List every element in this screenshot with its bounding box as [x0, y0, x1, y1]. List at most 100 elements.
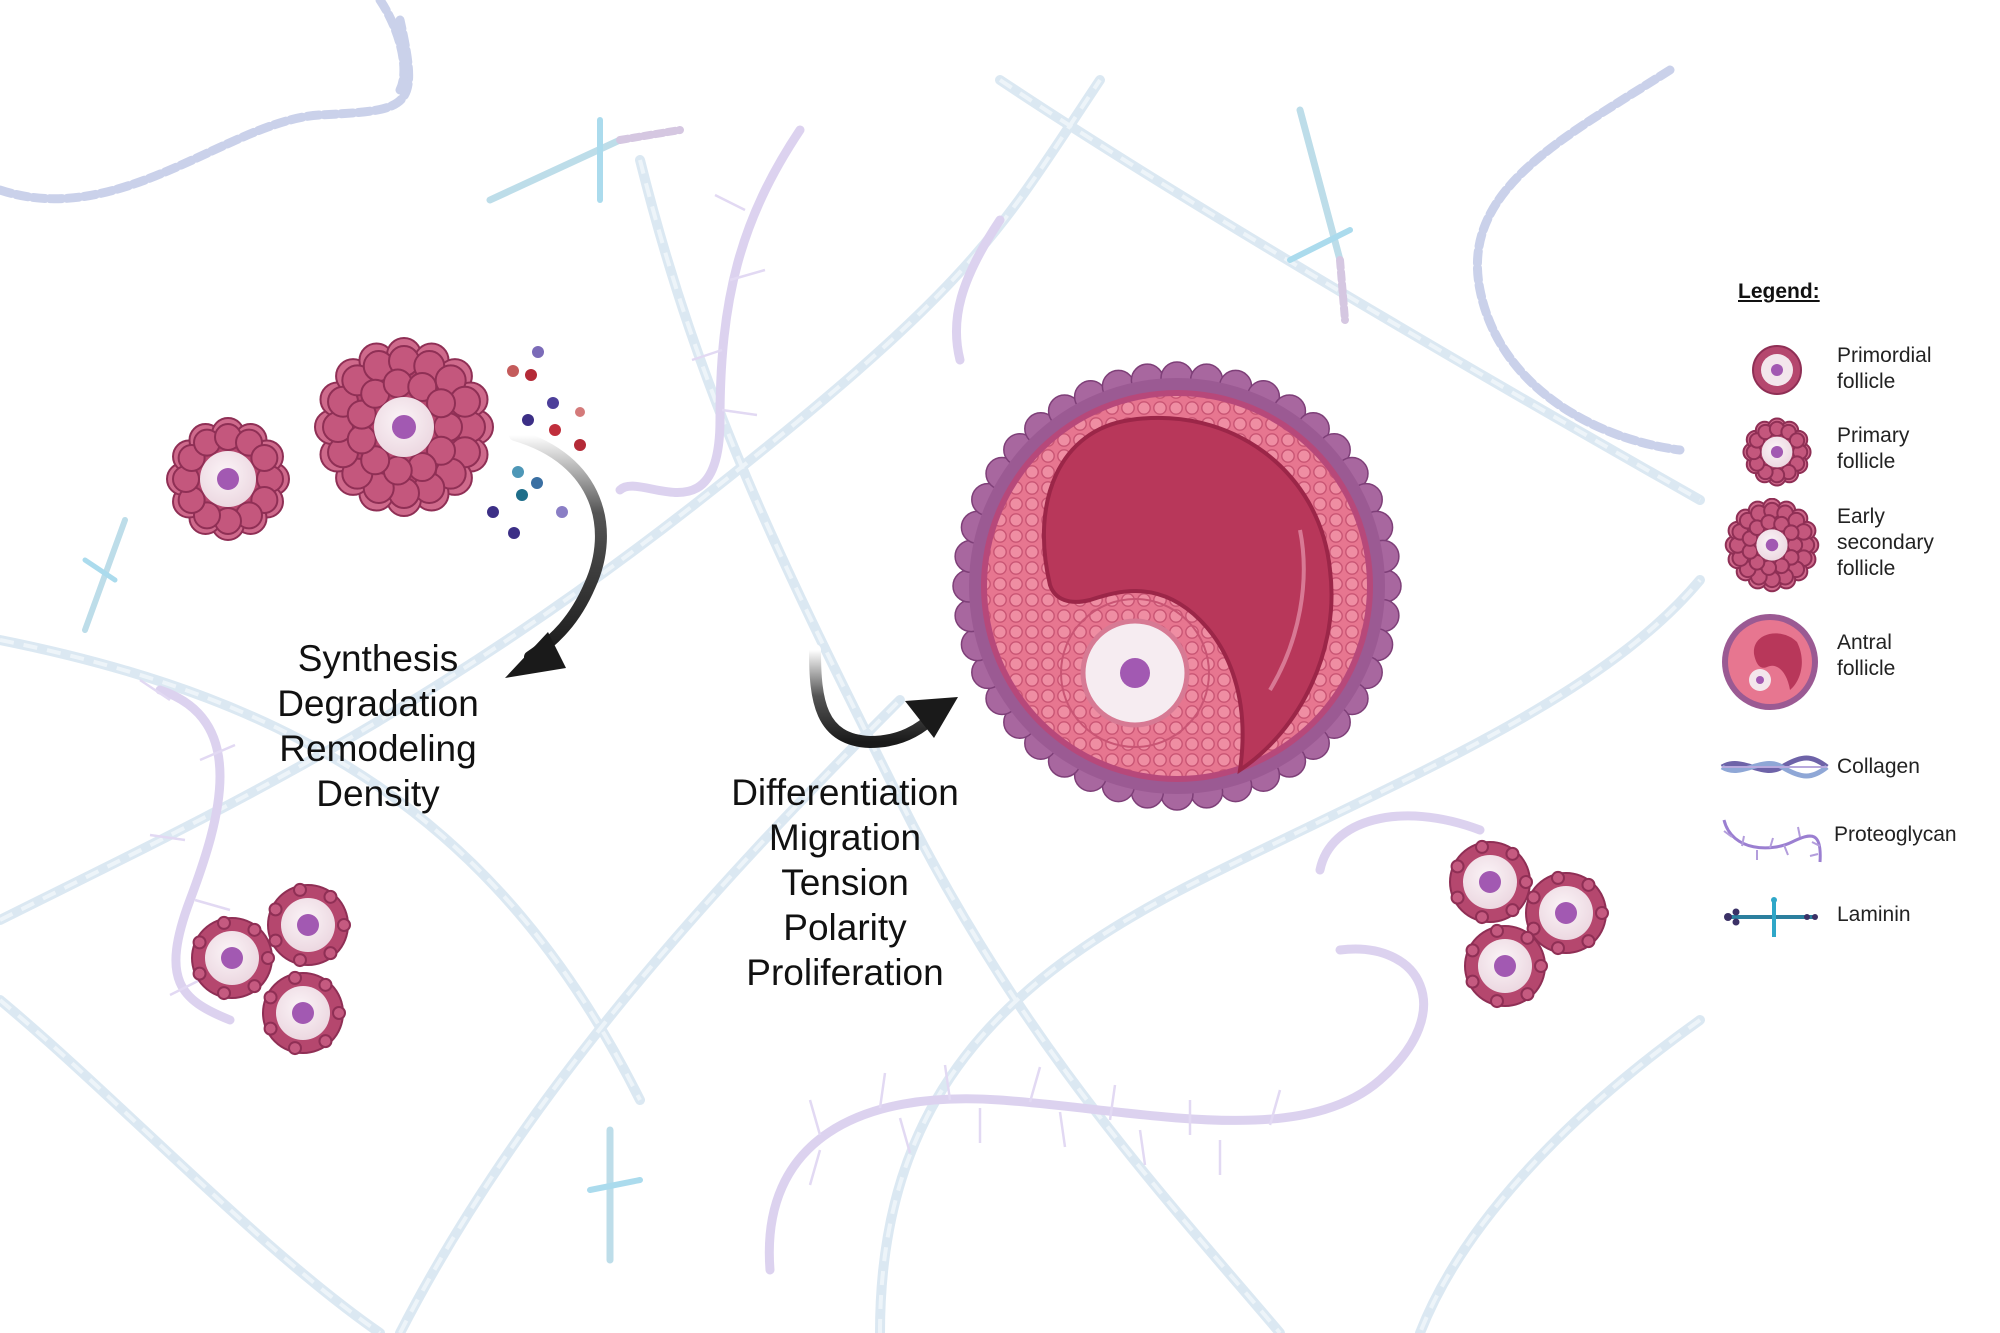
granulosa-cell: [1465, 943, 1480, 958]
early-secondary-follicle-icon: [1724, 498, 1820, 593]
granulosa-cell: [346, 399, 377, 430]
granulosa-cell: [247, 922, 262, 937]
granulosa-cell: [323, 889, 338, 904]
oocyte-nucleus: [1479, 871, 1501, 893]
granulosa-cell: [287, 1041, 302, 1056]
granulosa-cell: [1505, 903, 1520, 918]
granulosa-cell: [426, 388, 457, 419]
granulosa-cell: [1788, 432, 1806, 449]
granulosa-cell: [1474, 910, 1489, 925]
granulosa-cell: [192, 935, 207, 950]
granulosa-cell: [1595, 906, 1609, 920]
granulosa-cell: [292, 882, 307, 897]
oocyte-nucleus: [221, 947, 243, 969]
granulosa-cell: [382, 368, 413, 399]
legend-label: Proteoglycan: [1834, 823, 1957, 846]
granulosa-cell: [1450, 890, 1465, 905]
granulosa-cell: [1505, 846, 1520, 861]
oocyte-nucleus: [1765, 538, 1779, 552]
granulosa-cell: [1520, 930, 1535, 945]
follicle-cluster-right: [1449, 839, 1609, 1009]
legend-item-primordial: Primordial follicle: [1712, 340, 1997, 400]
legend-title: Legend:: [1738, 280, 1820, 303]
granulosa-cell: [268, 902, 283, 917]
legend-item-proteoglycan: Proteoglycan: [1712, 812, 1997, 872]
oocyte-nucleus: [297, 914, 319, 936]
primordial-follicle-icon: [1752, 345, 1802, 395]
granulosa-cell: [292, 953, 307, 968]
process-label: Polarity: [783, 907, 907, 948]
legend-label: secondary: [1837, 531, 1934, 554]
oocyte-nucleus: [292, 1002, 314, 1024]
granulosa-cell: [287, 970, 302, 985]
laminin-icon: [1724, 897, 1818, 937]
granulosa-cell: [1450, 859, 1465, 874]
primary-follicle: [166, 417, 290, 541]
ecm-to-follicle-arrow: [505, 429, 607, 678]
process-label: Density: [316, 773, 440, 814]
granulosa-cell: [1474, 839, 1489, 854]
antrum-highlight: [1268, 529, 1306, 692]
oocyte-nucleus: [392, 415, 416, 439]
legend-label: Antral: [1837, 631, 1892, 654]
granulosa-cell: [407, 452, 438, 483]
process-label: Proliferation: [746, 952, 944, 993]
oocyte-nucleus: [1770, 445, 1784, 459]
granulosa-cell: [323, 946, 338, 961]
antral-follicle-icon: [1722, 614, 1818, 710]
legend: Legend: Primordial follicle Primary foll…: [1712, 272, 1997, 952]
oocyte-nucleus: [1494, 955, 1516, 977]
primary-follicle-icon: [1742, 417, 1812, 487]
granulosa-cell: [1519, 875, 1533, 889]
proteoglycan-icon: [1722, 819, 1822, 863]
granulosa-cell: [250, 444, 279, 472]
legend-label: follicle: [1837, 657, 1896, 680]
granulosa-cell: [1581, 877, 1596, 892]
granulosa-cell: [261, 951, 275, 965]
granulosa-cell: [1489, 994, 1504, 1009]
granulosa-cell: [268, 933, 283, 948]
collagen-fibers-inner: [0, 78, 1702, 1333]
process-label: Tension: [781, 862, 909, 903]
granulosa-cell: [1550, 941, 1565, 956]
proteoglycan-branches: [139, 193, 1282, 1186]
oocyte-nucleus: [1555, 902, 1577, 924]
granulosa-cell: [1534, 959, 1548, 973]
granulosa-cell: [318, 1034, 333, 1049]
process-label: Migration: [768, 817, 922, 858]
secreted-factors: [487, 346, 586, 539]
legend-label: Collagen: [1837, 755, 1920, 778]
legend-label: follicle: [1837, 557, 1896, 580]
process-label: Remodeling: [279, 728, 477, 769]
proteoglycan-strands: [155, 125, 1485, 1275]
granulosa-cell: [1782, 524, 1800, 541]
granulosa-cell: [1465, 974, 1480, 989]
granulosa-cell: [318, 977, 333, 992]
follicle-to-ecm-arrow: [809, 644, 958, 749]
legend-label: follicle: [1837, 450, 1896, 473]
collagen-fibers: [0, 75, 1705, 1333]
granulosa-cell: [1520, 987, 1535, 1002]
granulosa-cell: [1489, 923, 1504, 938]
early-secondary-follicle: [314, 337, 494, 517]
follicle-cluster-left: [191, 882, 351, 1056]
oocyte-nucleus: [1120, 658, 1150, 688]
granulosa-cell: [1550, 870, 1565, 885]
process-label: Synthesis: [297, 638, 459, 679]
collagen-icon: [1720, 755, 1829, 779]
extracellular-matrix-background: [0, 0, 1705, 1333]
legend-item-early-secondary: Early secondary follicle: [1712, 498, 1997, 593]
granulosa-cell: [337, 918, 351, 932]
ecm-process-labels: Synthesis Degradation Remodeling Density: [258, 636, 498, 816]
antral-follicle: [952, 361, 1402, 811]
legend-item-laminin: Laminin: [1712, 892, 1997, 942]
follicle-process-labels: Differentiation Migration Tension Polari…: [700, 770, 990, 995]
granulosa-cell: [216, 915, 231, 930]
legend-label: Early: [1837, 505, 1885, 528]
legend-item-primary: Primary follicle: [1712, 417, 1997, 487]
granulosa-cell: [263, 1021, 278, 1036]
granulosa-cell: [263, 990, 278, 1005]
antrum: [1041, 415, 1334, 775]
legend-label: Primary: [1837, 424, 1910, 447]
